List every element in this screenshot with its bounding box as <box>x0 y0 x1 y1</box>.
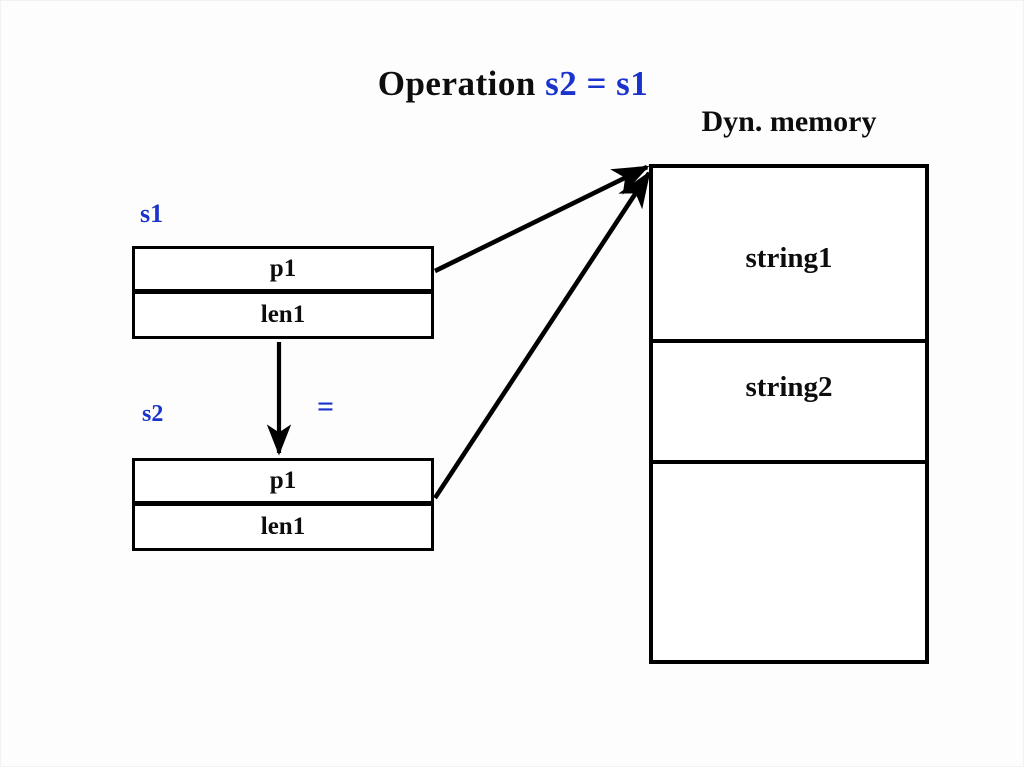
struct-s1-field-pointer: p1 <box>132 246 434 292</box>
page-title: Operation s2 = s1 <box>1 64 1023 104</box>
memory-cell-string1-label: string1 <box>745 242 833 274</box>
dynamic-memory-block: string1 string2 <box>649 164 929 664</box>
memory-cell-string2-label: string2 <box>745 371 833 403</box>
struct-box-s2: p1 len1 <box>132 458 434 551</box>
memory-cell-string2: string2 <box>653 343 925 464</box>
arrow-s2-pointer-to-memory <box>433 170 651 500</box>
struct-s2-field-length: len1 <box>132 503 434 551</box>
title-expression: s2 = s1 <box>545 64 649 103</box>
dyn-memory-caption: Dyn. memory <box>701 105 877 138</box>
struct-box-s1: p1 len1 <box>132 246 434 339</box>
title-prefix: Operation <box>377 64 536 103</box>
assignment-operator-label: = <box>317 390 335 423</box>
struct-s1-field-length: len1 <box>132 291 434 339</box>
struct-label-s1: s1 <box>140 199 164 228</box>
struct-s2-field-pointer: p1 <box>132 458 434 504</box>
memory-cell-free <box>653 464 925 660</box>
memory-cell-string1: string1 <box>653 168 925 343</box>
arrow-s1-pointer-to-memory <box>433 164 650 274</box>
struct-label-s2: s2 <box>142 401 164 427</box>
